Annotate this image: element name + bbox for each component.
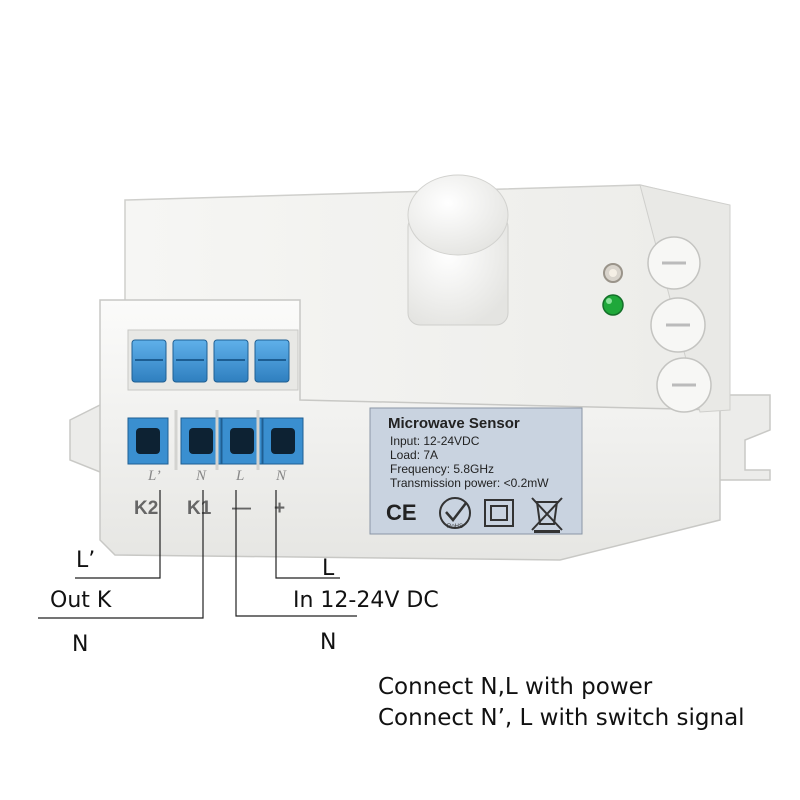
wire-label-n-left: N — [72, 632, 89, 657]
note-power: Connect N,L with power — [378, 674, 653, 700]
wiring-lines — [38, 490, 357, 619]
weee-bin-icon — [531, 497, 563, 533]
sticker-line-1: Input: 12-24VDC — [390, 434, 480, 448]
wire-label-n-right: N — [320, 630, 337, 655]
spec-sticker: Microwave Sensor Input: 12-24VDC Load: 7… — [369, 407, 583, 535]
wire-label-l-prime: L’ — [76, 548, 96, 573]
indicator-led-green-icon — [602, 294, 624, 316]
polarity-label-k1: K1 — [187, 498, 212, 519]
wire-label-out-k: Out K — [50, 588, 112, 613]
rohs-mark-text: RoHS — [447, 524, 463, 530]
sticker-title: Microwave Sensor — [388, 415, 520, 432]
dome-sensor-icon — [407, 174, 509, 326]
adjustment-knob-3-icon — [656, 357, 712, 413]
sticker-line-4: Transmission power: <0.2mW — [390, 476, 549, 490]
terminal-label-4: N — [275, 468, 287, 484]
indicator-led-white-icon — [603, 263, 623, 283]
adjustment-knob-2-icon — [650, 297, 706, 353]
terminal-block — [127, 329, 304, 470]
polarity-label-plus: + — [274, 498, 285, 519]
wire-label-in-dc: In 12-24V DC — [293, 588, 439, 613]
double-insulation-icon — [484, 499, 514, 527]
sticker-line-2: Load: 7A — [390, 448, 438, 462]
sticker-line-3: Frequency: 5.8GHz — [390, 462, 494, 476]
terminal-label-1: L’ — [147, 468, 161, 484]
wire-label-l-right: L — [322, 556, 335, 581]
adjustment-knob-1-icon — [647, 236, 701, 290]
terminal-label-2: N — [195, 468, 207, 484]
ce-mark-icon: CE — [386, 500, 417, 525]
note-switch-signal: Connect N’, L with switch signal — [378, 705, 745, 731]
polarity-label-minus: — — [232, 498, 251, 519]
terminal-label-3: L — [235, 468, 244, 484]
rohs-mark-icon — [439, 497, 471, 529]
polarity-label-k2: K2 — [134, 498, 158, 519]
